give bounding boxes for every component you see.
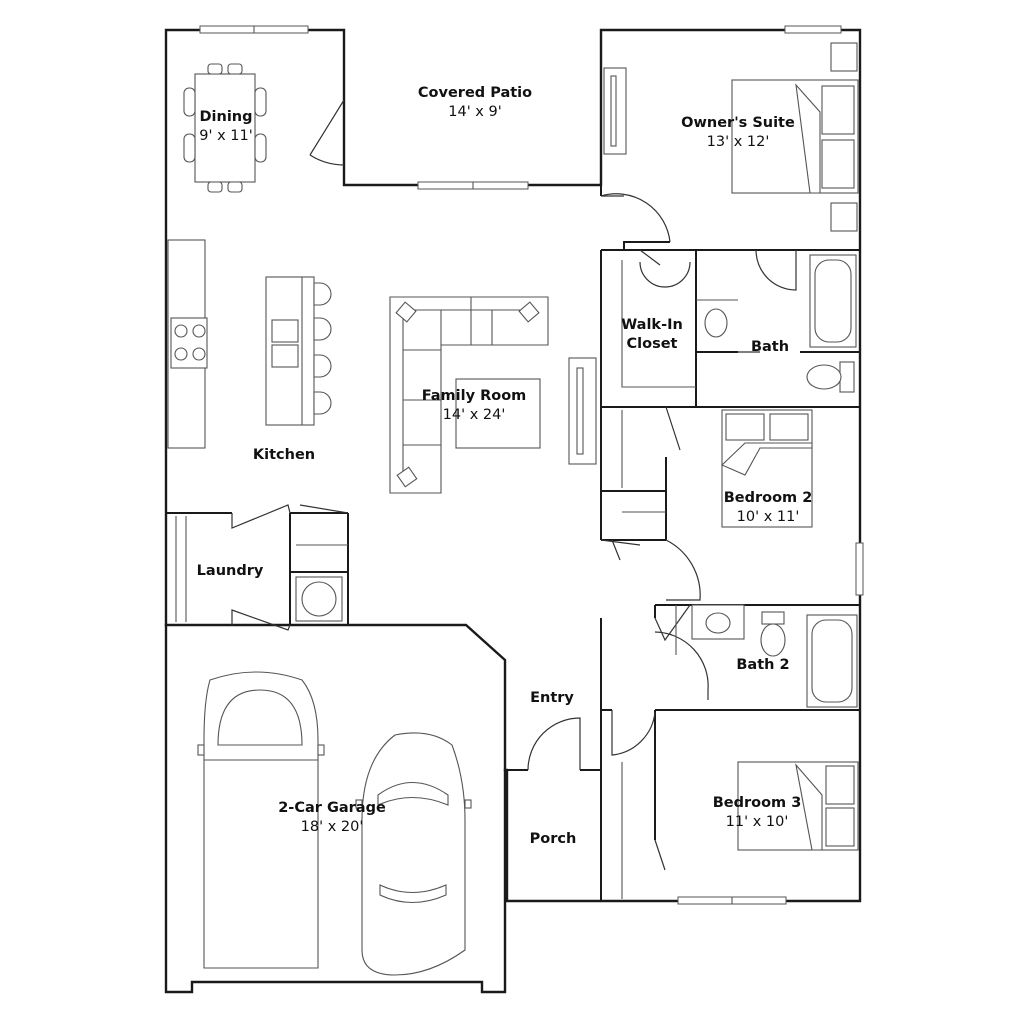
room-covered-patio: Covered Patio 14' x 9' (418, 84, 532, 122)
kitchen-island (265, 276, 332, 426)
room-laundry: Laundry (197, 562, 264, 581)
bath-name: Bath (750, 339, 790, 355)
garage-car (355, 732, 472, 976)
window-owners-suite (784, 25, 842, 34)
owners-suite-dims: 13' x 12' (706, 134, 770, 150)
bath-2-fixtures (675, 604, 858, 708)
entry-name: Entry (530, 690, 574, 706)
doors (231, 99, 797, 871)
room-porch: Porch (530, 830, 577, 849)
closet-shelves (621, 260, 696, 388)
dining-table (183, 63, 267, 193)
exterior-wall-garage (164, 623, 507, 994)
coffee-table (455, 378, 541, 449)
dining-name: Dining (199, 109, 253, 125)
bath-2-name: Bath 2 (736, 657, 790, 673)
family-room-name: Family Room (421, 388, 527, 404)
laundry-fixtures (175, 516, 348, 622)
bedroom-2-name: Bedroom 2 (723, 490, 813, 506)
room-entry: Entry (530, 689, 574, 708)
dining-dims: 9' x 11' (199, 128, 253, 144)
kitchen-counter (167, 239, 208, 449)
walk-in-closet-name: Walk-In Closet (621, 317, 683, 352)
garage-suv (197, 671, 325, 969)
bedroom-3-bed (737, 761, 859, 851)
covered-patio-name: Covered Patio (417, 85, 533, 101)
covered-patio-dims: 14' x 9' (448, 104, 502, 120)
bath-fixtures (696, 254, 857, 393)
owners-bed (603, 42, 859, 232)
bedroom-2-dims: 10' x 11' (736, 509, 800, 525)
room-bath: Bath (751, 338, 789, 357)
tv-unit (568, 357, 597, 465)
room-owners-suite: Owner's Suite 13' x 12' (681, 114, 795, 152)
bedroom-3-name: Bedroom 3 (712, 795, 802, 811)
family-room-dims: 14' x 24' (442, 407, 506, 423)
fixtures (167, 42, 859, 976)
room-bedroom-3: Bedroom 3 11' x 10' (713, 794, 802, 832)
kitchen-name: Kitchen (252, 447, 316, 463)
room-garage: 2-Car Garage 18' x 20' (278, 799, 386, 837)
porch-name: Porch (529, 831, 577, 847)
garage-name: 2-Car Garage (278, 800, 386, 816)
room-kitchen: Kitchen (253, 446, 315, 465)
window-bedroom-2 (855, 542, 864, 596)
windows (199, 25, 864, 905)
room-walk-in-closet: Walk-In Closet (617, 316, 687, 354)
interior-walls (166, 30, 860, 901)
room-bath-2: Bath 2 (736, 656, 789, 675)
bedroom-2-bed (721, 409, 813, 528)
garage-dims: 18' x 20' (300, 819, 364, 835)
laundry-name: Laundry (196, 563, 264, 579)
room-bedroom-2: Bedroom 2 10' x 11' (724, 489, 813, 527)
sectional-sofa (389, 296, 549, 494)
bedroom-3-dims: 11' x 10' (725, 814, 789, 830)
room-dining: Dining 9' x 11' (199, 108, 252, 146)
owners-suite-name: Owner's Suite (681, 115, 795, 131)
room-family-room: Family Room 14' x 24' (422, 387, 527, 425)
